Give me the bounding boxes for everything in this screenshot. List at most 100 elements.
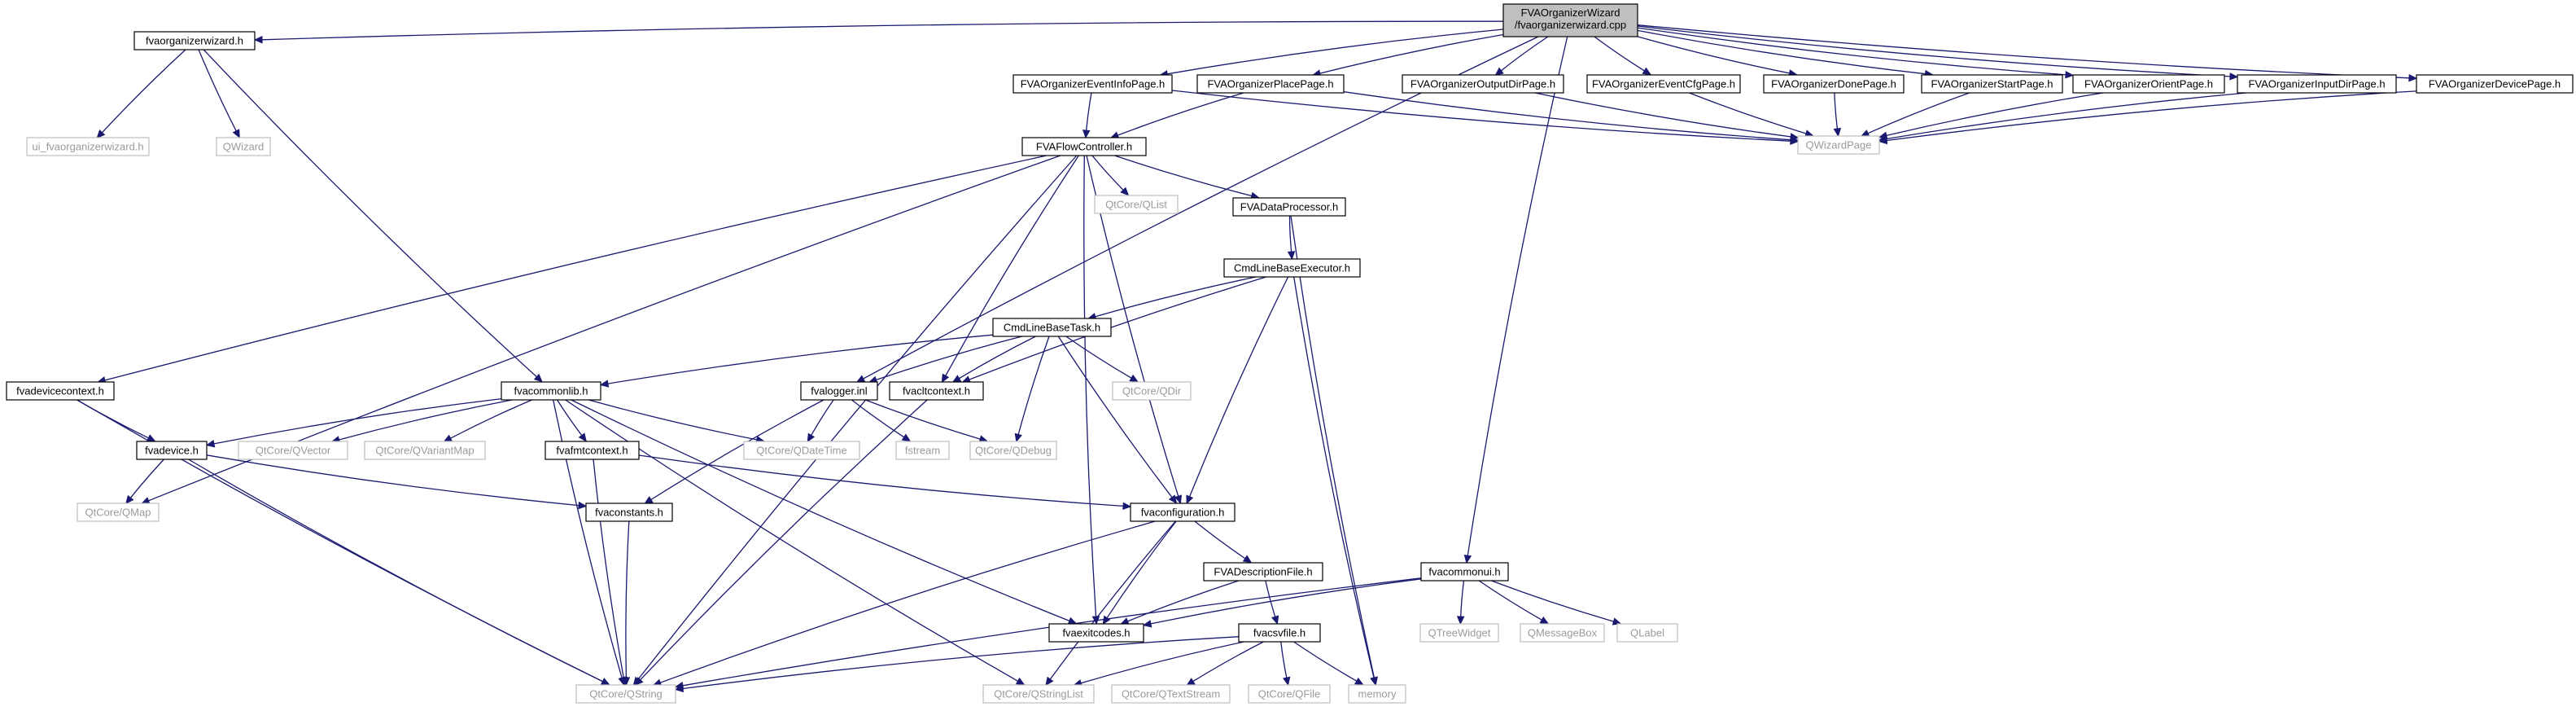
edge-line xyxy=(1886,92,2104,137)
edge-dataprocessor-to-cmdlinebaseexecutor xyxy=(1287,215,1296,261)
arrowhead xyxy=(533,373,543,383)
node-fvacommonui-h[interactable]: fvacommonui.h xyxy=(1420,562,1509,582)
node-fvaorganizerwizard-fvaorganizerwizard-cpp[interactable]: FVAOrganizerWizard/fvaorganizerwizard.cp… xyxy=(1502,3,1638,37)
edge-root-to-inputdirpage xyxy=(1637,25,2239,81)
node-box xyxy=(1419,623,1499,643)
arrowhead xyxy=(1494,67,1504,77)
node-label: FVADescriptionFile.h xyxy=(1214,566,1312,578)
arrowhead xyxy=(1142,620,1152,628)
node-fvaorganizerstartpage-h[interactable]: FVAOrganizerStartPage.h xyxy=(1921,74,2063,94)
edge-line xyxy=(104,155,1047,381)
node-fvadevice-h[interactable]: fvadevice.h xyxy=(136,441,208,460)
edge-flowcontroller-to-dataprocessor xyxy=(1114,155,1260,200)
edge-line xyxy=(1280,641,1288,678)
edge-flowcontroller-to-fvaexitcodes xyxy=(1083,155,1100,625)
edge-fvacommonui-to-qtreewidget xyxy=(1456,580,1465,625)
edge-line xyxy=(1114,155,1253,197)
arrowhead xyxy=(2229,72,2239,81)
arrowhead xyxy=(1174,494,1183,505)
node-fvaorganizereventinfopage-h[interactable]: FVAOrganizerEventInfoPage.h xyxy=(1012,74,1173,94)
node-qtcore-qvector: QtCore/QVector xyxy=(238,441,348,460)
edge-line xyxy=(1095,276,1257,318)
node-label: FVADataProcessor.h xyxy=(1240,201,1338,213)
node-qtcore-qtextstream: QtCore/QTextStream xyxy=(1111,684,1231,704)
node-fvadevicecontext-h[interactable]: fvadevicecontext.h xyxy=(6,381,115,401)
arrowhead xyxy=(1539,616,1550,625)
edge-line xyxy=(607,334,994,384)
edge-fvaconfiguration-to-qstringlist xyxy=(1045,520,1176,687)
edge-cmdlinebasetask-to-fvacommonlib xyxy=(599,334,994,388)
node-fvadescriptionfile-h[interactable]: FVADescriptionFile.h xyxy=(1203,562,1323,582)
node-label: fvacltcontext.h xyxy=(903,385,970,397)
node-fvacommonlib-h[interactable]: fvacommonlib.h xyxy=(501,381,601,401)
edge-startpage-to-qwizardpage xyxy=(1860,92,1970,137)
node-box xyxy=(238,441,348,460)
node-fvaconfiguration-h[interactable]: fvaconfiguration.h xyxy=(1130,503,1236,522)
arrowhead xyxy=(941,373,950,384)
edge-root-to-fvacommonui xyxy=(1463,36,1568,564)
edge-line xyxy=(1150,578,1422,625)
edge-line xyxy=(1534,92,1791,138)
edge-fvaorganizerwizard_h-to-ui_fvaorganizerwizard_h xyxy=(96,49,186,139)
node-fvaorganizerplacepage-h[interactable]: FVAOrganizerPlacePage.h xyxy=(1196,74,1345,94)
node-label: QWizard xyxy=(223,141,265,153)
node-fvaorganizerinputdirpage-h[interactable]: FVAOrganizerInputDirPage.h xyxy=(2237,74,2397,94)
node-fvaexitcodes-h[interactable]: fvaexitcodes.h xyxy=(1048,623,1144,643)
arrowhead xyxy=(601,678,610,686)
node-cmdlinebaseexecutor-h[interactable]: CmdLineBaseExecutor.h xyxy=(1223,258,1361,278)
node-fvadataprocessor-h[interactable]: FVADataProcessor.h xyxy=(1232,197,1346,217)
edge-line xyxy=(1500,36,1549,72)
arrowhead xyxy=(1287,251,1296,261)
edge-fvacsvfile-to-qfile xyxy=(1280,641,1291,687)
edge-line xyxy=(1171,90,1791,142)
node-fvacsvfile-h[interactable]: fvacsvfile.h xyxy=(1238,623,1321,643)
node-box xyxy=(1348,684,1406,704)
node-fvaconstants-h[interactable]: fvaconstants.h xyxy=(585,503,673,522)
node-label: FVAOrganizerOrientPage.h xyxy=(2084,78,2213,90)
edge-line xyxy=(571,399,1070,622)
node-fvaorganizerdevicepage-h[interactable]: FVAOrganizerDevicePage.h xyxy=(2416,74,2574,94)
node-fvaorganizerorientpage-h[interactable]: FVAOrganizerOrientPage.h xyxy=(2072,74,2225,94)
node-fvaflowcontroller-h[interactable]: FVAFlowController.h xyxy=(1021,137,1147,156)
node-fvaorganizerdonepage-h[interactable]: FVAOrganizerDonePage.h xyxy=(1763,74,1905,94)
edge-line xyxy=(102,49,186,134)
edge-dataprocessor-to-memory xyxy=(1290,215,1378,687)
arrowhead xyxy=(1186,494,1194,505)
arrowhead xyxy=(205,440,216,448)
node-fvafmtcontext-h[interactable]: fvafmtcontext.h xyxy=(545,441,640,460)
node-label-line: FVAOrganizerWizard xyxy=(1521,7,1620,19)
arrowhead xyxy=(96,129,106,139)
node-box xyxy=(1520,623,1605,643)
node-cmdlinebasetask-h[interactable]: CmdLineBaseTask.h xyxy=(992,318,1112,337)
edge-orientpage-to-qwizardpage xyxy=(1878,92,2104,139)
node-label: fstream xyxy=(905,445,940,457)
edge-fvalogger-to-qdebug xyxy=(864,399,989,443)
node-qtcore-qdatetime: QtCore/QDateTime xyxy=(743,441,860,460)
node-label: fvacsvfile.h xyxy=(1253,627,1305,639)
edge-fvalogger-to-qdatetime xyxy=(807,399,834,443)
node-fvacltcontext-h[interactable]: fvacltcontext.h xyxy=(889,381,984,401)
arrowhead xyxy=(1045,676,1054,687)
node-box xyxy=(1232,197,1346,217)
edge-fvacommonlib-to-qvariantmap xyxy=(443,399,532,442)
node-fvaorganizeroutputdirpage-h[interactable]: FVAOrganizerOutputDirPage.h xyxy=(1402,74,1564,94)
edge-line xyxy=(1057,336,1173,498)
node-label: CmdLineBaseExecutor.h xyxy=(1234,262,1350,274)
edge-line xyxy=(1637,24,2410,79)
node-box xyxy=(1586,74,1741,94)
edge-line xyxy=(198,49,237,132)
node-fvalogger-inl[interactable]: fvalogger.inl xyxy=(800,381,878,401)
arrowhead xyxy=(599,380,610,388)
arrowhead xyxy=(1271,615,1279,625)
edge-fvaconfiguration-to-descriptionfile xyxy=(1194,520,1253,564)
edge-line xyxy=(1293,276,1375,678)
node-fvaorganizerwizard-h[interactable]: fvaorganizerwizard.h xyxy=(133,31,256,50)
edge-fvadevice-to-qstring xyxy=(188,459,610,686)
edge-line xyxy=(682,636,1240,690)
node-fvaorganizereventcfgpage-h[interactable]: FVAOrganizerEventCfgPage.h xyxy=(1586,74,1741,94)
node-box xyxy=(6,381,115,401)
node-label-line: /fvaorganizerwizard.cpp xyxy=(1515,19,1626,31)
edge-flowcontroller-to-fvacltcontext xyxy=(941,155,1079,384)
arrowhead xyxy=(1120,187,1130,196)
edge-line xyxy=(1460,580,1465,617)
